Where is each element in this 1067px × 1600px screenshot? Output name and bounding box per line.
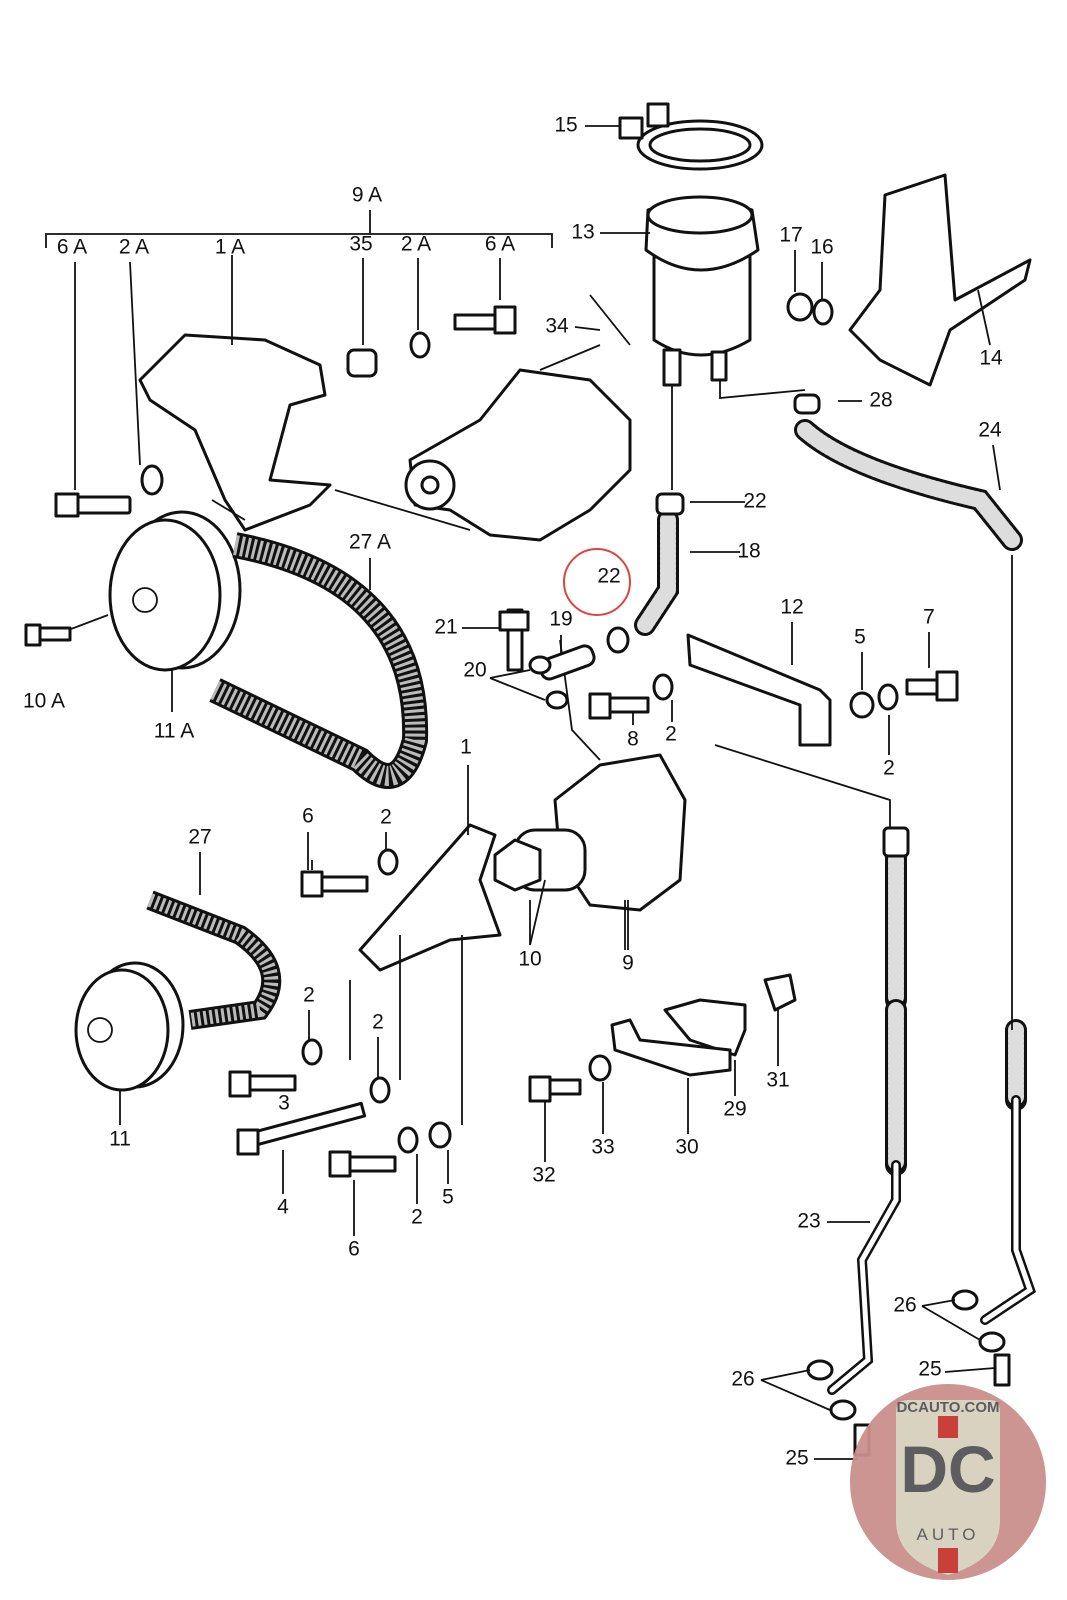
callout-label: 22 xyxy=(743,490,766,513)
watermark-text-top: DCAUTO.COM xyxy=(896,1399,999,1416)
callout-label: 30 xyxy=(675,1136,698,1159)
callout-label: 11 A xyxy=(154,720,194,743)
callout-label: 16 xyxy=(810,236,833,259)
callout-label: 2 xyxy=(883,757,895,780)
callout-label: 9 xyxy=(622,952,634,975)
callout-label: 26 xyxy=(731,1368,754,1391)
callout-label: 2 xyxy=(411,1206,423,1229)
callout-label: 26 xyxy=(893,1294,916,1317)
callout-label: 29 xyxy=(723,1098,746,1121)
reservoir-bracket xyxy=(848,173,1032,387)
callout-label: 25 xyxy=(918,1358,941,1381)
callout-label: 8 xyxy=(627,728,639,751)
bracket-12 xyxy=(686,633,832,747)
callout-label: 1 xyxy=(460,736,472,759)
callout-label: 3 xyxy=(278,1092,290,1115)
callout-label: 21 xyxy=(434,616,457,639)
callout-label: 27 xyxy=(188,826,211,849)
callout-label: 32 xyxy=(532,1164,555,1187)
callout-label: 11 xyxy=(109,1128,131,1151)
bracket-29 xyxy=(663,998,747,1057)
callout-label: 12 xyxy=(780,596,803,619)
callout-label: 10 A xyxy=(23,690,65,713)
callout-label: 22 xyxy=(597,565,620,588)
callout-label: 23 xyxy=(797,1210,820,1233)
bracket-30 xyxy=(610,1018,732,1077)
callout-label: 6 A xyxy=(485,233,515,256)
watermark-text-main: DC xyxy=(900,1432,995,1506)
callout-label: 13 xyxy=(571,221,594,244)
drive-belt-27a xyxy=(209,532,429,789)
callout-label: 2 xyxy=(372,1011,384,1034)
callout-label: 15 xyxy=(554,114,577,137)
callout-label: 2 A xyxy=(119,236,149,259)
fluid-reservoir xyxy=(644,195,760,387)
callout-label: 5 xyxy=(442,1186,454,1209)
callout-label: 34 xyxy=(545,315,569,338)
callout-label: 14 xyxy=(979,347,1003,370)
callout-label: 1 A xyxy=(215,236,245,259)
group-bracket-9a xyxy=(45,210,553,248)
callout-label: 2 xyxy=(665,723,677,746)
callout-label: 24 xyxy=(978,419,1002,442)
pulley-11a xyxy=(108,510,242,672)
callout-label: 27 A xyxy=(349,531,391,554)
dcauto-watermark-logo: DCAUTO.COM DC AUTO xyxy=(850,1384,1046,1580)
callout-label: 6 xyxy=(348,1238,360,1261)
callout-label: 31 xyxy=(766,1069,789,1092)
callout-label: 33 xyxy=(591,1136,614,1159)
callout-label: 6 xyxy=(302,805,314,828)
callout-label: 5 xyxy=(854,626,866,649)
power-steering-pump-9 xyxy=(493,753,687,912)
callout-label: 2 A xyxy=(401,233,431,256)
callout-label: 20 xyxy=(463,659,486,682)
callout-label: 18 xyxy=(737,540,760,563)
pump-bracket-1a xyxy=(138,333,332,532)
fasteners xyxy=(24,292,1011,1457)
watermark-text-bottom: AUTO xyxy=(917,1525,980,1544)
part-drawings xyxy=(24,102,1037,1460)
callout-label: 9 A xyxy=(352,184,382,207)
callout-label: 7 xyxy=(923,606,935,629)
callout-label: 25 xyxy=(785,1447,808,1470)
callout-label: 2 xyxy=(303,984,315,1007)
clip-31 xyxy=(763,973,797,1012)
pump-bracket-1 xyxy=(358,823,502,972)
callout-label: 17 xyxy=(779,224,802,247)
callout-label: 4 xyxy=(277,1196,289,1219)
callout-label: 35 xyxy=(349,233,372,256)
hose-clamp xyxy=(618,102,764,171)
callout-label: 19 xyxy=(549,608,572,631)
callout-label: 28 xyxy=(869,389,892,412)
callout-label: 6 A xyxy=(57,236,87,259)
callout-label: 10 xyxy=(518,948,541,971)
power-steering-pump-9a xyxy=(404,368,632,542)
pulley-11 xyxy=(74,961,185,1092)
callout-label: 2 xyxy=(380,806,392,829)
highlight-circle xyxy=(563,548,631,616)
